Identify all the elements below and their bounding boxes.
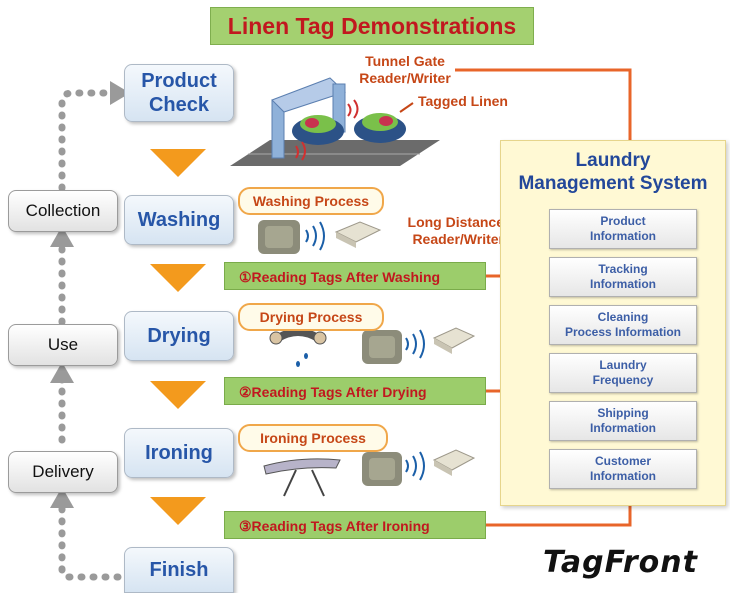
lms-product-information: Product Information bbox=[549, 209, 697, 249]
loop-arrow-product-check bbox=[110, 81, 130, 105]
laundry-management-system: Laundry Management System Product Inform… bbox=[500, 140, 726, 506]
lms-tracking-information: Tracking Information bbox=[549, 257, 697, 297]
loop-arrow-delivery bbox=[50, 487, 74, 508]
ironing-illustration bbox=[263, 449, 476, 497]
step-product-check: Product Check bbox=[124, 64, 234, 122]
loop-arrow-use bbox=[50, 362, 74, 383]
washing-process-label: Washing Process bbox=[238, 187, 384, 215]
long-distance-reader-label: Long Distance Reader/Writer bbox=[407, 214, 504, 247]
tagged-linen-label: Tagged Linen bbox=[418, 93, 508, 109]
flow-arrow-4 bbox=[150, 497, 206, 525]
loop-arrow-collection bbox=[50, 226, 74, 247]
lms-title: Laundry Management System bbox=[518, 150, 708, 194]
tagfront-logo: TagFront bbox=[543, 545, 698, 580]
tunnel-gate-connector bbox=[455, 68, 632, 140]
step-finish: Finish bbox=[124, 547, 234, 593]
lms-laundry-frequency: Laundry Frequency bbox=[549, 353, 697, 393]
cycle-delivery: Delivery bbox=[8, 451, 118, 493]
washing-illustration bbox=[258, 220, 382, 254]
tunnel-gate-illustration bbox=[230, 77, 440, 166]
flow-arrow-2 bbox=[150, 264, 206, 292]
reading-after-washing: ①Reading Tags After Washing bbox=[224, 262, 486, 290]
lms-shipping-information: Shipping Information bbox=[549, 401, 697, 441]
step-washing: Washing bbox=[124, 195, 234, 245]
flow-arrow-1 bbox=[150, 149, 206, 177]
flow-arrow-3 bbox=[150, 381, 206, 409]
cycle-collection: Collection bbox=[8, 190, 118, 232]
drying-process-label: Drying Process bbox=[238, 303, 384, 331]
ironing-reading-connector bbox=[486, 504, 632, 527]
page-title: Linen Tag Demonstrations bbox=[210, 7, 534, 45]
cycle-use: Use bbox=[8, 324, 118, 366]
tunnel-gate-label: Tunnel Gate Reader/Writer bbox=[359, 53, 451, 86]
cycle-loop bbox=[58, 89, 134, 581]
ironing-process-label: Ironing Process bbox=[238, 424, 388, 452]
drying-illustration bbox=[269, 327, 476, 367]
step-drying: Drying bbox=[124, 311, 234, 361]
lms-customer-information: Customer Information bbox=[549, 449, 697, 489]
reading-after-ironing: ③Reading Tags After Ironing bbox=[224, 511, 486, 539]
reading-after-drying: ②Reading Tags After Drying bbox=[224, 377, 486, 405]
lms-cleaning-process-information: Cleaning Process Information bbox=[549, 305, 697, 345]
step-ironing: Ironing bbox=[124, 428, 234, 478]
